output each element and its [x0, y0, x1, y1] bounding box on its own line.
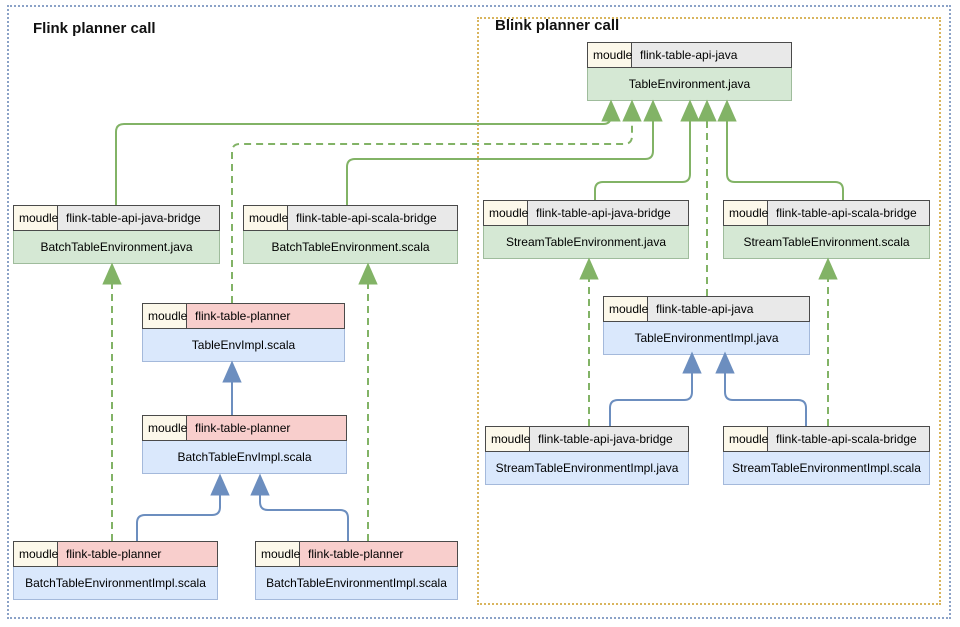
edge-streamtableenvironment-java-to-tableenvironment	[594, 99, 700, 200]
box-table-environment-java: moudle flink-table-api-java TableEnviron…	[587, 42, 792, 101]
module-cell-label: moudle	[14, 542, 58, 566]
box-batch-table-environment-impl-scala-left: moudle flink-table-planner BatchTableEnv…	[13, 541, 218, 600]
module-name: flink-table-api-java-bridge	[536, 206, 671, 220]
module-cell-label: moudle	[588, 43, 632, 67]
module-cell-label: moudle	[484, 201, 528, 225]
edge-batchtableenvironment-scala-to-tableenvironment	[346, 99, 663, 205]
box-stream-table-environment-java: moudle flink-table-api-java-bridge Strea…	[483, 200, 689, 259]
module-name: flink-table-planner	[195, 421, 291, 435]
module-name: flink-table-api-scala-bridge	[776, 432, 917, 446]
edge-batchtableenvironmentimpl-right-to-batchtableenvimpl	[250, 473, 349, 541]
module-name: flink-table-api-java	[656, 302, 754, 316]
file-name: TableEnvironmentImpl.java	[603, 322, 810, 355]
file-name: TableEnvironment.java	[587, 68, 792, 101]
module-cell-label: moudle	[143, 416, 187, 440]
file-name: BatchTableEnvironment.scala	[243, 231, 458, 264]
box-batch-table-environment-impl-scala-right: moudle flink-table-planner BatchTableEnv…	[255, 541, 458, 600]
box-table-env-impl-scala: moudle flink-table-planner TableEnvImpl.…	[142, 303, 345, 362]
edge-streamtableenvironment-scala-to-tableenvironment	[717, 99, 844, 200]
module-name: flink-table-planner	[308, 547, 404, 561]
file-name: BatchTableEnvironmentImpl.scala	[255, 567, 458, 600]
module-cell-label: moudle	[724, 427, 768, 451]
box-stream-table-environment-scala: moudle flink-table-api-scala-bridge Stre…	[723, 200, 930, 259]
module-name: flink-table-planner	[66, 547, 162, 561]
flink-planner-title: Flink planner call	[33, 20, 156, 37]
module-cell-label: moudle	[604, 297, 648, 321]
module-name: flink-table-api-java	[640, 48, 738, 62]
module-name: flink-table-api-scala-bridge	[776, 206, 917, 220]
edge-streamtableenvironmentimpl-scala-to-tableenvironmentimpl	[715, 351, 807, 426]
blink-planner-title: Blink planner call	[495, 17, 620, 34]
module-cell-label: moudle	[143, 304, 187, 328]
file-name: StreamTableEnvironmentImpl.java	[485, 452, 689, 485]
module-cell-label: moudle	[14, 206, 58, 230]
module-name: flink-table-api-scala-bridge	[296, 211, 437, 225]
box-table-environment-impl-java: moudle flink-table-api-java TableEnviron…	[603, 296, 810, 355]
edge-batchtableenvironmentimpl-left-to-batchtableenvimpl	[136, 473, 230, 541]
module-cell-label: moudle	[486, 427, 530, 451]
edge-streamtableenvironmentimpl-java-to-tableenvironmentimpl	[609, 351, 702, 426]
file-name: TableEnvImpl.scala	[142, 329, 345, 362]
box-batch-table-environment-java: moudle flink-table-api-java-bridge Batch…	[13, 205, 220, 264]
module-cell-label: moudle	[724, 201, 768, 225]
module-cell-label: moudle	[244, 206, 288, 230]
module-cell-label: moudle	[256, 542, 300, 566]
file-name: StreamTableEnvironment.scala	[723, 226, 930, 259]
file-name: BatchTableEnvironment.java	[13, 231, 220, 264]
module-name: flink-table-api-java-bridge	[538, 432, 673, 446]
box-batch-table-environment-scala: moudle flink-table-api-scala-bridge Batc…	[243, 205, 458, 264]
file-name: BatchTableEnvImpl.scala	[142, 441, 347, 474]
file-name: BatchTableEnvironmentImpl.scala	[13, 567, 218, 600]
edge-batchtableenvironment-java-to-tableenvironment	[115, 99, 621, 205]
file-name: StreamTableEnvironmentImpl.scala	[723, 452, 930, 485]
box-stream-table-environment-impl-scala: moudle flink-table-api-scala-bridge Stre…	[723, 426, 930, 485]
edge-tableenvimpl-scala-to-tableenvironment	[231, 99, 642, 303]
module-name: flink-table-planner	[195, 309, 291, 323]
box-batch-table-env-impl-scala: moudle flink-table-planner BatchTableEnv…	[142, 415, 347, 474]
module-name: flink-table-api-java-bridge	[66, 211, 201, 225]
box-stream-table-environment-impl-java: moudle flink-table-api-java-bridge Strea…	[485, 426, 689, 485]
